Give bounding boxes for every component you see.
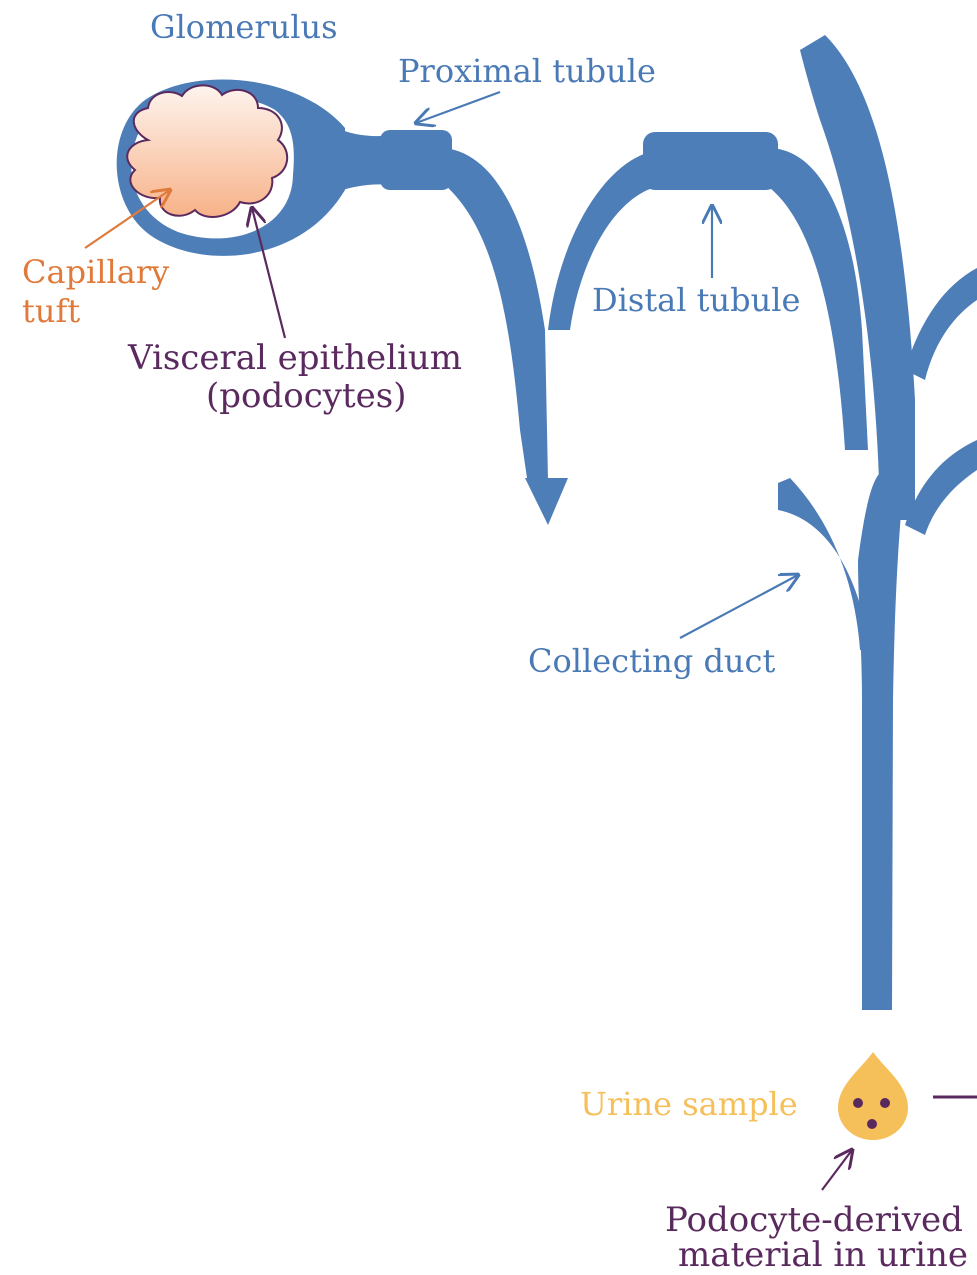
urine-sample-label: Urine sample (580, 1085, 798, 1123)
visceral-epithelium-label-1: Visceral epithelium (127, 338, 462, 378)
capillary-tuft-label-2: tuft (22, 292, 80, 330)
podocyte-material-arrow (822, 1150, 852, 1190)
proximal-tubule-arrow (416, 92, 500, 123)
podocyte-particle (880, 1098, 890, 1108)
branch-right-lower (905, 440, 977, 535)
distal-tubule-label: Distal tubule (592, 281, 800, 319)
branch-right-upper (905, 268, 977, 380)
capillary-tuft-label-1: Capillary (22, 253, 169, 291)
visceral-epithelium-label-2: (podocytes) (206, 376, 406, 416)
podocyte-material-label-2: material in urine (678, 1235, 968, 1275)
podocyte-particle (867, 1119, 877, 1129)
loop-tip (525, 478, 568, 525)
proximal-tubule (380, 130, 452, 190)
distal-tubule (643, 132, 778, 190)
collecting-duct (858, 467, 905, 1010)
collecting-duct-arrow (680, 575, 798, 638)
capillary-tuft (127, 85, 287, 217)
collecting-duct-label: Collecting duct (528, 642, 775, 680)
glomerulus-label: Glomerulus (150, 8, 338, 46)
podocyte-particle (853, 1098, 863, 1108)
proximal-tubule-label: Proximal tubule (398, 52, 656, 90)
podocyte-material-label-1: Podocyte-derived (665, 1200, 963, 1240)
proximal-limb (445, 148, 548, 485)
branch-left (778, 478, 870, 650)
